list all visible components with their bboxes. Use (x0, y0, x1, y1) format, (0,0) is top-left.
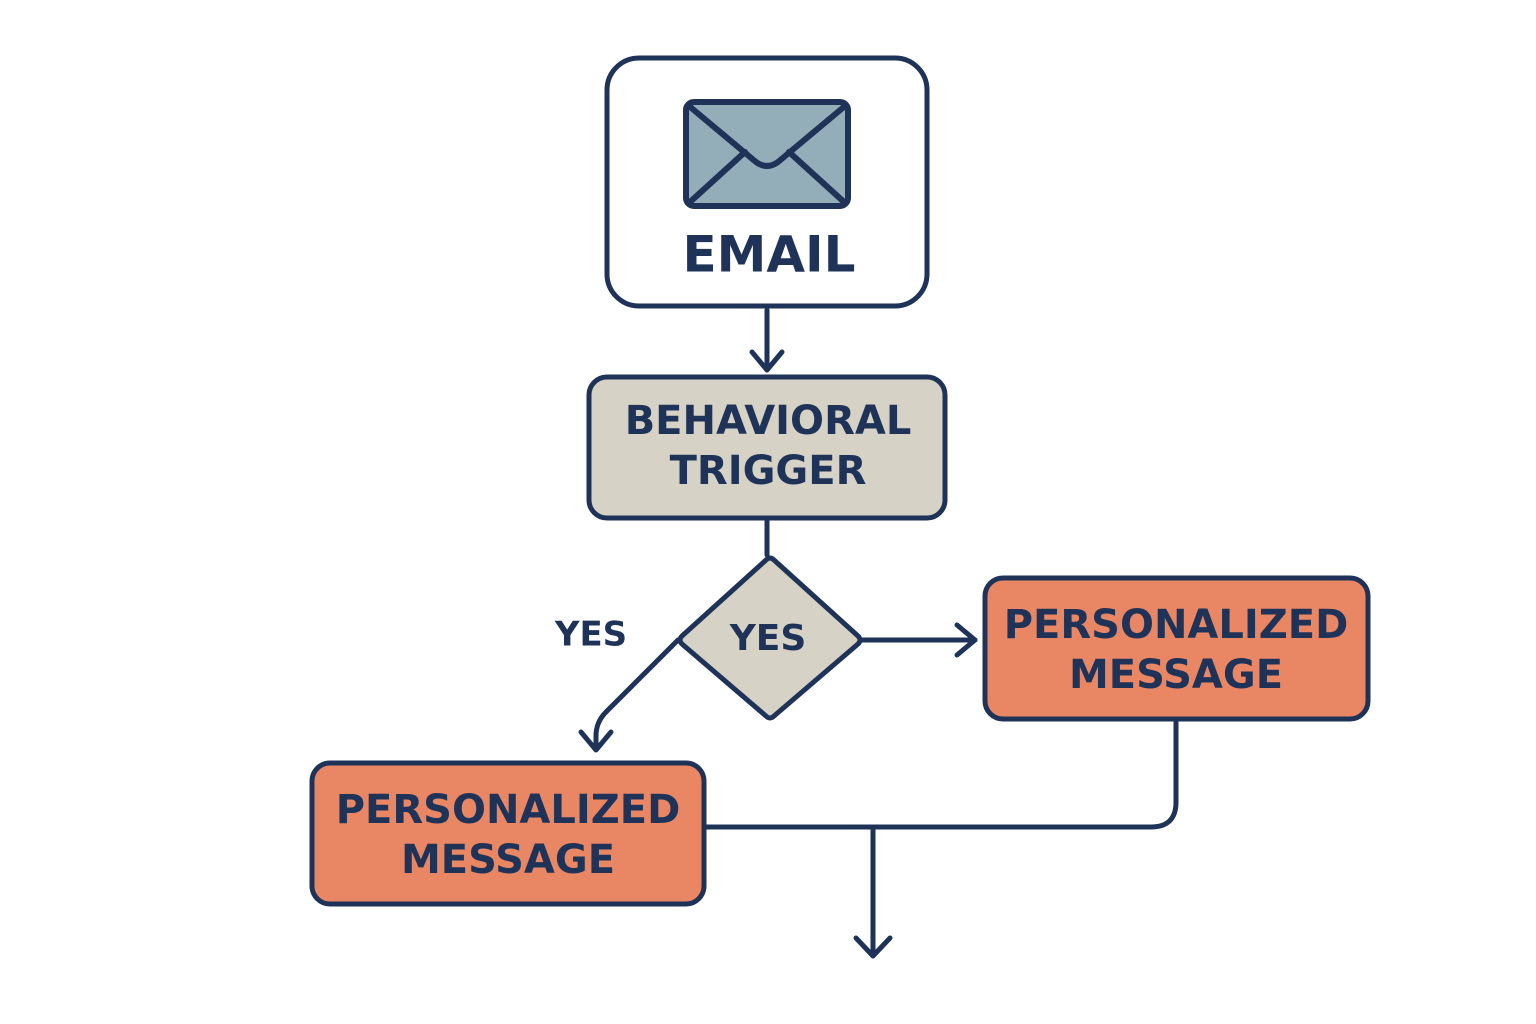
decision-label: YES (729, 618, 807, 659)
left-branch-yes-label: YES (554, 615, 627, 655)
personalized-message-left-node: PERSONALIZED MESSAGE (309, 760, 707, 907)
email-label: EMAIL (682, 226, 855, 284)
decision-diamond (677, 555, 863, 721)
decision-node: YES (677, 555, 863, 721)
arrowhead-merge-output (853, 935, 893, 959)
arrow-decision-to-left-message (593, 637, 681, 751)
arrowhead-decision-to-left-message (578, 729, 614, 753)
personalized-message-right-node: PERSONALIZED MESSAGE (982, 575, 1371, 722)
personalized-message-right-line1: PERSONALIZED (1004, 602, 1349, 648)
email-node: EMAIL (604, 55, 930, 309)
personalized-message-right-line2: MESSAGE (1069, 652, 1283, 698)
personalized-message-right-box (982, 575, 1371, 722)
arrowhead-email-to-trigger (749, 349, 785, 373)
envelope-icon (683, 99, 851, 209)
connectors (578, 307, 1179, 959)
behavioral-trigger-label-line1: BEHAVIORAL (625, 398, 912, 444)
line-right-message-merge (703, 719, 1179, 830)
personalized-message-left-box (309, 760, 707, 907)
arrowhead-decision-to-right-message (954, 622, 978, 658)
personalized-message-left-line1: PERSONALIZED (336, 787, 681, 833)
behavioral-trigger-node: BEHAVIORAL TRIGGER (586, 374, 948, 521)
behavioral-trigger-label-line2: TRIGGER (670, 448, 867, 494)
behavioral-trigger-box (586, 374, 948, 521)
personalized-message-left-line2: MESSAGE (401, 837, 615, 883)
